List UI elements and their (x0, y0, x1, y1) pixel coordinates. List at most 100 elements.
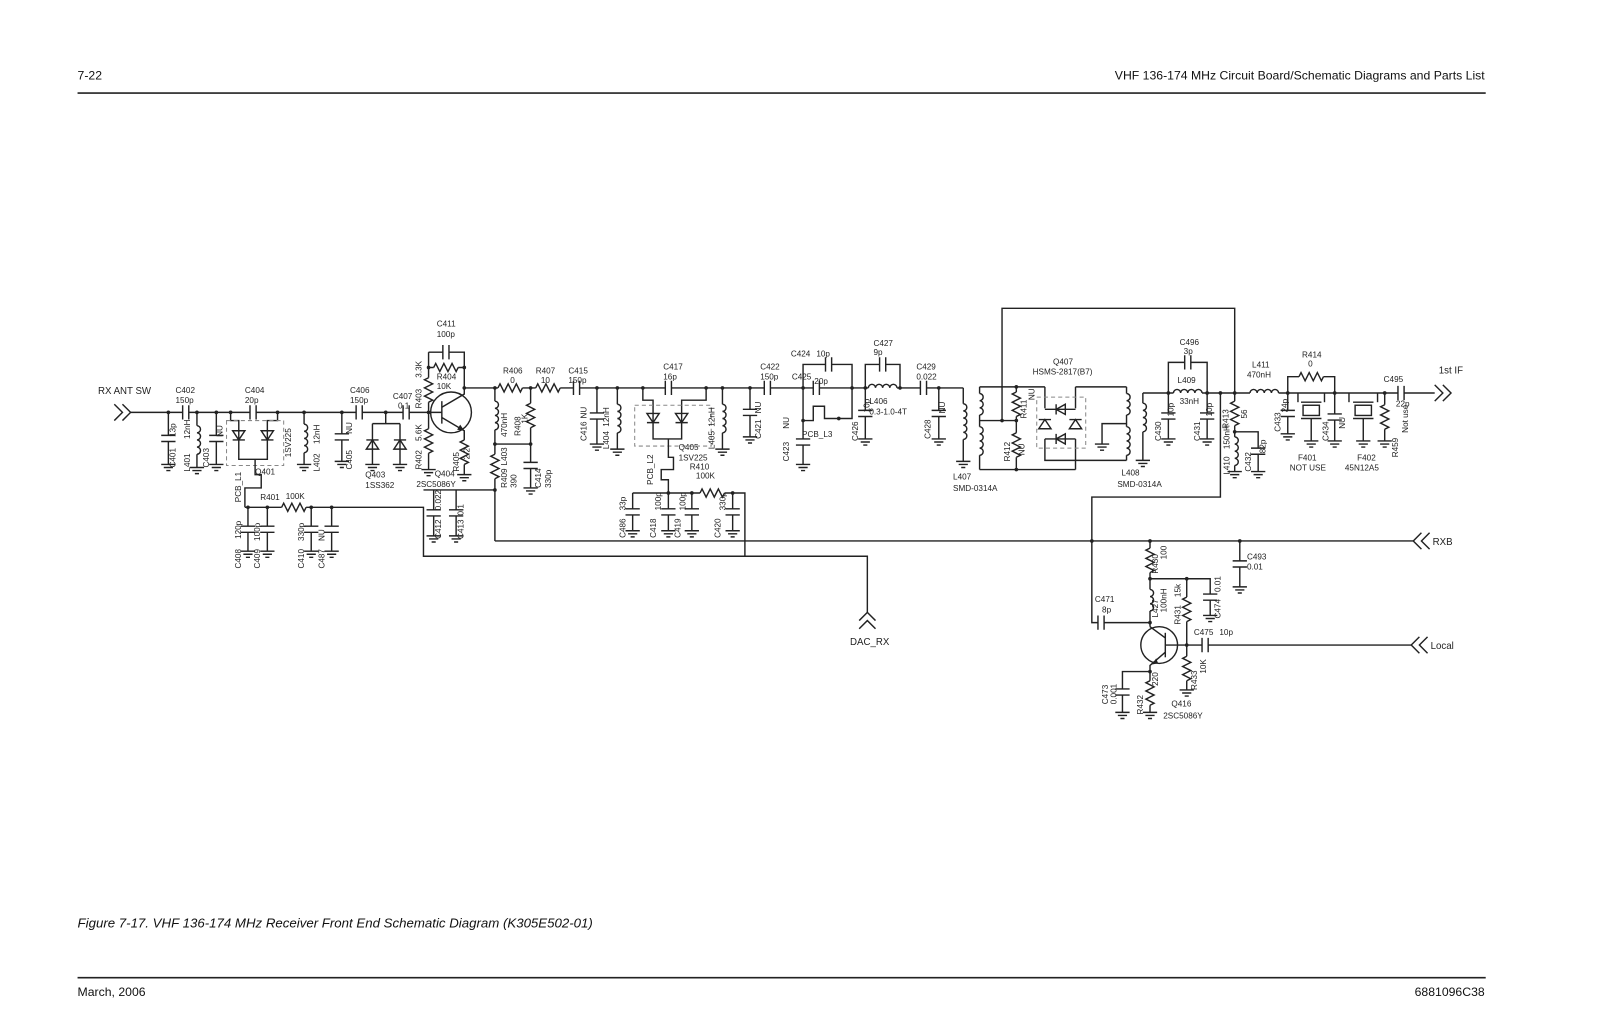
wire-gap (936, 410, 941, 417)
ground-icon (589, 443, 605, 451)
ground-icon (1251, 470, 1266, 479)
wire-gap (403, 410, 410, 415)
parts-c474-ref-label: C474 (1213, 599, 1222, 619)
ground-icon (296, 463, 312, 472)
wire-gap (1042, 408, 1047, 439)
resistor-icon (422, 428, 435, 454)
connector-arrow-icon (1412, 532, 1431, 550)
parts-r409-value-label: 390 (509, 474, 518, 488)
wire (803, 405, 839, 422)
wire (229, 412, 279, 461)
ground-icon (426, 535, 441, 543)
ground-icon (260, 550, 275, 559)
parts-f401-value-label: NOT USE (1290, 464, 1327, 473)
parts-c419-ref-label: C419 (674, 518, 683, 538)
footer-doc-number: 6881096C38 (1415, 985, 1485, 999)
capacitor-icon (334, 433, 349, 441)
transistor-icon (429, 391, 473, 434)
resistor-icon (422, 377, 435, 403)
parts-q407-value-label: HSMS-2817(B7) (1033, 368, 1093, 377)
ground-icon (209, 463, 224, 472)
parts-r459-ref-label: R459 (1391, 437, 1400, 457)
parts-r401-ref-label: R401 (260, 493, 280, 502)
parts-c486-value-label: 33p (619, 496, 628, 510)
parts-r404-value-label: 10K (437, 382, 452, 391)
ground-icon (392, 463, 408, 472)
parts-c420-ref-label: C420 (713, 518, 722, 538)
capacitor-icon (324, 525, 339, 534)
parts-c430-value-label: 10p (1166, 402, 1175, 416)
wire-gap (961, 403, 966, 440)
parts-l409-ref-label: L409 (1178, 376, 1197, 385)
capacitor-icon (304, 525, 319, 534)
parts-c432-ref-label: C432 (1244, 452, 1253, 472)
parts-r403-ref-label: R403 (414, 388, 423, 408)
parts-r413-value-label: 56 (1240, 409, 1249, 419)
ground-icon (1227, 470, 1242, 479)
capacitor-icon (1203, 593, 1218, 601)
parts-c413-ref-label: C413 (456, 519, 465, 539)
parts-f401-ref-label: F401 (1298, 453, 1317, 462)
parts-r405-ref-label: R405 (452, 452, 461, 472)
parts-c471-ref-label: C471 (1095, 595, 1115, 604)
wire-gap (665, 385, 672, 390)
parts-l407-ref-label: L407 (953, 473, 972, 482)
parts-c401-value-label: 13p (169, 423, 178, 437)
wire (244, 459, 262, 508)
capacitor-icon (858, 409, 873, 418)
parts-c424-ref-label: C424 (791, 349, 811, 358)
ground-icon (1094, 443, 1110, 451)
ground-icon (1377, 440, 1392, 448)
resistor-icon (1144, 547, 1156, 574)
wire (428, 351, 465, 388)
parts-c405-value-label: NU (345, 422, 354, 434)
page-number: 7-22 (78, 69, 103, 83)
parts-c486-ref-label: C486 (619, 518, 628, 538)
junction-dot (1014, 467, 1019, 472)
parts-c421-value-label: NU (754, 402, 763, 414)
parts-l404-value-label: 12nH (602, 407, 611, 427)
ground-icon (858, 438, 873, 446)
parts-c495-value-label: 22p (1396, 399, 1410, 408)
inductor-icon (867, 383, 898, 389)
receiver-front-end-schematic: RX ANT SWC40113pC402150pL40112nHC403NUC4… (98, 307, 1463, 721)
parts-c408-ref-label: C408 (234, 549, 243, 569)
parts-c407-ref-label: C407 (393, 392, 413, 401)
wire (1121, 670, 1150, 713)
ground-icon (448, 535, 464, 543)
parts-q403-value-label: 1SS362 (365, 481, 394, 490)
parts-c406-ref-label: C406 (350, 386, 370, 395)
parts-c411-value-label: 100p (437, 330, 456, 339)
capacitor-icon (625, 508, 640, 516)
parts-c475-value-label: 10p (1219, 628, 1233, 637)
parts-c427-ref-label: C427 (873, 339, 893, 348)
parts-r414-value-label: 0 (1308, 359, 1313, 368)
wire-gap (166, 435, 171, 442)
wire-gap (1124, 426, 1129, 456)
capacitor-icon (181, 405, 190, 420)
parts-c403-ref-label: C403 (202, 448, 211, 468)
parts-c420-value-label: 330p (719, 492, 728, 511)
ground-icon (334, 460, 349, 469)
parts-c425-ref-label: C425 (792, 373, 812, 382)
capacitor-icon (1201, 637, 1209, 653)
emitter-arrow-icon (1152, 658, 1159, 665)
wire-gap (309, 526, 314, 533)
parts-c473-value-label: 0.001 (1109, 683, 1118, 704)
capacitor-icon (725, 508, 740, 516)
parts-c409-ref-label: C409 (253, 549, 262, 569)
varactor-package-outline (634, 404, 712, 447)
parts-q405-ref-label: Q405 (679, 443, 699, 452)
wire-gap (1124, 393, 1129, 415)
diode-icon (1037, 418, 1053, 430)
resistor-icon (1144, 680, 1156, 706)
capacitor-icon (209, 434, 224, 443)
wire-gap (1256, 448, 1261, 455)
parts-q404-ref-label: Q404 (435, 470, 455, 479)
parts-c402-value-label: 150p (176, 396, 195, 405)
wire-gap (801, 438, 806, 446)
wire (1149, 626, 1166, 639)
wire-gap (1397, 390, 1405, 396)
parts-l410-ref-label: L410 (1223, 456, 1232, 475)
